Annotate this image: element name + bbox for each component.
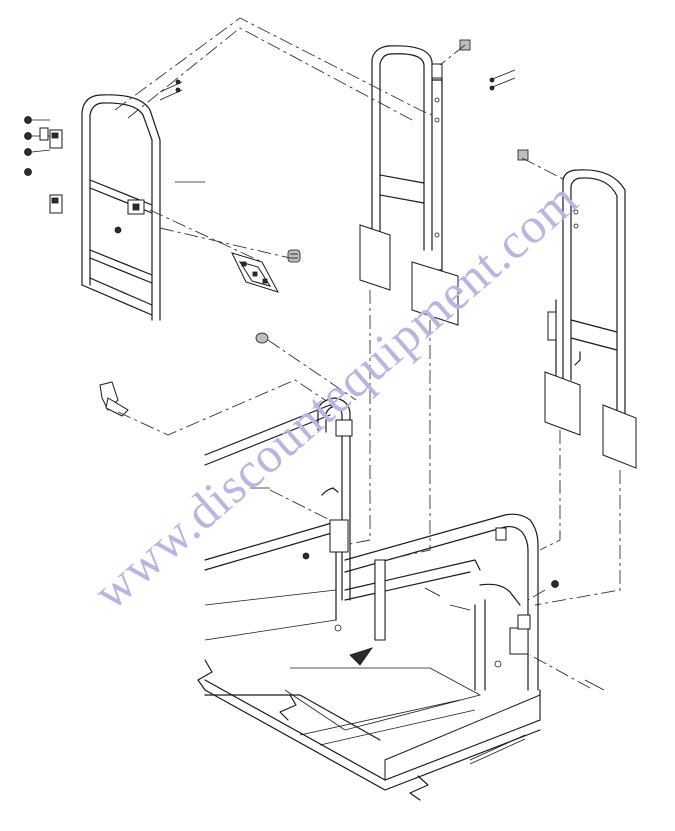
top-caps (459, 39, 529, 161)
center-handrail (359, 45, 459, 326)
mounting-bracket (231, 252, 280, 293)
non-slip-plate (349, 647, 374, 666)
right-handrail (544, 169, 637, 469)
platform-left-rail (204, 397, 353, 641)
center-bolts (250, 69, 605, 691)
spring-part (287, 249, 301, 263)
left-gate (49, 94, 161, 321)
left-hardware (24, 79, 205, 183)
assembly-lines (114, 17, 621, 689)
latch-clip (99, 381, 129, 417)
cap-part (255, 332, 269, 344)
platform-base (197, 647, 541, 801)
platform-right-rail (334, 513, 539, 691)
